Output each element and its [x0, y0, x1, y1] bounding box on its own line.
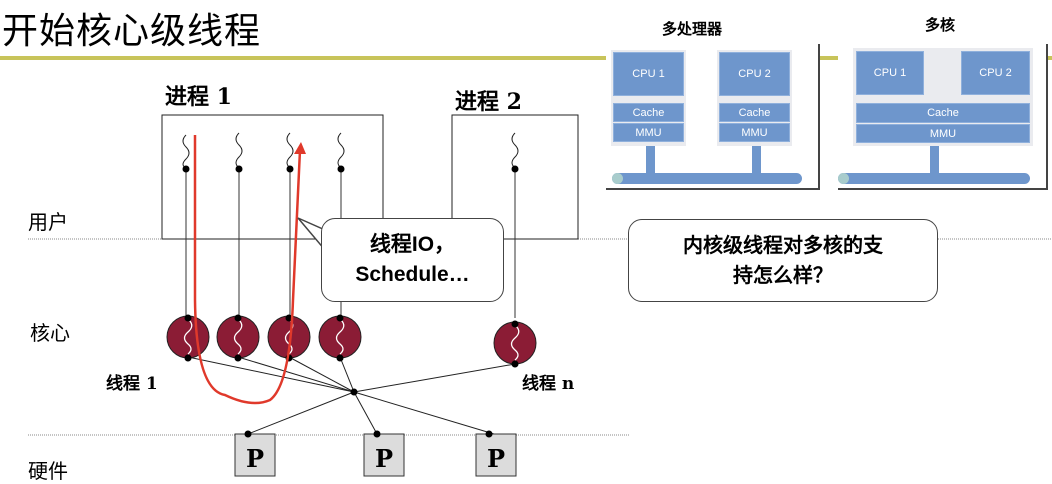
user-thread-icon	[337, 132, 345, 169]
thread-io-line-1: 线程IO，	[369, 233, 456, 256]
connector-dot	[511, 320, 519, 328]
question-line-2: 持怎么样？	[733, 263, 833, 287]
connector-dot	[285, 314, 293, 322]
layer-user-label: 用户	[28, 210, 68, 234]
question-line-1: 内核级线程对多核的支	[683, 233, 883, 257]
multiprocessor-panel: CPU 1 Cache MMU CPU 2 Cache MMU	[606, 44, 820, 190]
cpu-package-1: CPU 1 Cache MMU	[611, 50, 686, 146]
user-thread-icon	[286, 132, 294, 169]
user-thread-icon	[511, 132, 519, 169]
system-bus	[838, 173, 1030, 184]
connector-dot	[485, 430, 493, 438]
kernel-thread-circle	[216, 315, 260, 359]
bus-connector	[752, 146, 761, 174]
execution-path-arrowhead	[294, 142, 306, 154]
connector-dot	[511, 360, 519, 368]
kernel-thread-circle	[318, 315, 362, 359]
mmu-block: MMU	[613, 123, 684, 142]
layer-hardware-label: 硬件	[28, 459, 68, 483]
bus-connector	[930, 146, 939, 174]
connector-dot	[184, 354, 192, 362]
processor-box	[363, 433, 405, 477]
processor-label: P	[487, 444, 505, 473]
multicore-package: CPU 1 CPU 2 Cache MMU	[853, 48, 1033, 146]
cpu-package-2: CPU 2 Cache MMU	[717, 50, 792, 146]
processor-box	[475, 433, 517, 477]
kernel-thread-circle	[493, 321, 537, 365]
scheduler-lines	[187, 356, 516, 435]
multicore-panel: CPU 1 CPU 2 Cache MMU	[838, 44, 1048, 190]
cache-block: Cache	[613, 103, 684, 122]
processor-label: P	[375, 444, 393, 473]
kernel-thread-circle	[166, 315, 210, 359]
thread-dots	[182, 165, 519, 173]
shared-cache-block: Cache	[856, 103, 1030, 123]
process-1-box	[161, 114, 384, 240]
shared-mmu-block: MMU	[856, 124, 1030, 143]
multicore-title: 多核	[925, 16, 956, 34]
connector-dot	[373, 430, 381, 438]
processor: P	[234, 430, 276, 477]
processor: P	[363, 430, 405, 477]
user-thread-icon	[182, 134, 190, 169]
processor-box	[234, 433, 276, 477]
thread-squiggle-icon	[335, 319, 345, 355]
thread-io-line-2: Schedule…	[355, 263, 470, 286]
processor: P	[475, 430, 517, 477]
kernel-thread	[318, 314, 362, 362]
user-thread-icon	[235, 132, 243, 169]
thread-squiggle-icon	[233, 319, 243, 355]
thread-squiggle-icon	[510, 325, 520, 361]
mmu-block: MMU	[719, 123, 790, 142]
connector-dot	[184, 314, 192, 322]
layer-kernel-label: 核心	[30, 321, 70, 345]
cpu-block: CPU 1	[613, 52, 684, 96]
connector-dot	[336, 354, 344, 362]
slide-title: 开始核心级线程	[2, 11, 262, 52]
kernel-thread	[493, 320, 537, 368]
system-bus	[612, 173, 802, 184]
thread-io-callout: 线程IO， Schedule…	[321, 218, 504, 302]
connector-dot	[244, 430, 252, 438]
connector-dot	[336, 314, 344, 322]
processor-label: P	[246, 444, 264, 473]
title-underline	[0, 56, 1052, 60]
cache-block: Cache	[719, 103, 790, 122]
thread-n-label: 线程 n	[522, 373, 574, 394]
connector-dot	[234, 314, 242, 322]
kernel-thread	[216, 314, 260, 362]
multicore-question-callout: 内核级线程对多核的支 持怎么样？	[628, 219, 938, 302]
execution-path	[193, 135, 302, 405]
bus-connector	[646, 146, 655, 174]
user-thread-squiggles	[182, 132, 519, 169]
cpu-block: CPU 2	[719, 52, 790, 96]
multiprocessor-title: 多处理器	[662, 20, 723, 38]
scheduler-hub	[350, 388, 358, 396]
core-block: CPU 1	[856, 51, 924, 95]
process-1-label: 进程 1	[165, 84, 232, 110]
process-2-label: 进程 2	[455, 89, 522, 115]
kernel-thread	[166, 314, 210, 362]
core-block: CPU 2	[961, 51, 1030, 95]
connector-dot	[234, 354, 242, 362]
thread-squiggle-icon	[183, 319, 193, 355]
thread-1-label: 线程 1	[106, 373, 158, 394]
kernel-threads	[166, 314, 537, 368]
